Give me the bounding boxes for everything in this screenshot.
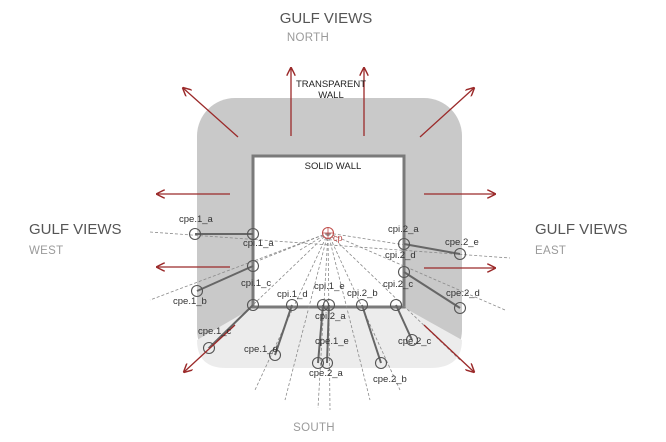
point-cpe-2b — [374, 356, 388, 370]
label-cpi-1e: cpi.1_e — [314, 281, 345, 292]
ray-3 — [284, 232, 329, 401]
east-title: GULF VIEWS — [535, 221, 628, 238]
connector-lines — [195, 233, 461, 364]
south-label: SOUTH — [293, 422, 335, 434]
link-1e — [317, 304, 324, 364]
point-cpi-1d — [285, 298, 299, 312]
ray-12 — [327, 232, 406, 246]
transparent-wall-label-line2: WALL — [318, 90, 344, 101]
label-cpe-1b: cpe.1_b — [173, 296, 207, 307]
label-cpe-2a: cpe.2_a — [309, 368, 344, 379]
label-cpi-2d: cpi.2_d — [385, 250, 416, 261]
ray-2 — [254, 232, 329, 391]
north-title: GULF VIEWS — [280, 10, 373, 27]
label-cpe-2b: cpe.2_b — [373, 374, 407, 385]
view-arrows — [157, 68, 495, 372]
point-cpi-2a-upper — [397, 237, 411, 251]
ray-1 — [207, 232, 329, 349]
east-label: EAST — [535, 245, 566, 257]
label-cpe-1d: cpe.1_d — [244, 344, 278, 355]
label-cpe-1e: cpe.1_e — [315, 336, 349, 347]
link-1c — [208, 304, 254, 349]
west-label: WEST — [29, 245, 63, 257]
ray-9 — [327, 232, 506, 311]
label-cpe-1c: cpe.1_c — [198, 326, 232, 337]
point-cpe-1e — [311, 356, 325, 370]
point-cpi-1a — [246, 227, 260, 241]
center-point-label: cp — [333, 233, 343, 243]
point-cpe-2c — [405, 333, 419, 347]
label-cpe-2d: cpe.2_d — [446, 288, 480, 299]
solid-wall-label: SOLID WALL — [305, 161, 362, 172]
ray-6 — [327, 232, 371, 401]
point-cpi-1c — [246, 259, 260, 273]
point-cpi-2b — [355, 298, 369, 312]
ray-west-2 — [149, 232, 329, 301]
point-cpe-1d — [268, 348, 282, 362]
point-cpe-1c — [202, 341, 216, 355]
label-cpi-2a-upper: cpi.2_a — [388, 224, 419, 235]
transparent-wall-label-line1: TRANSPARENT — [296, 79, 366, 90]
north-label: NORTH — [287, 32, 329, 44]
ray-west-1 — [149, 231, 511, 259]
link-1b — [196, 265, 254, 292]
ray-5 — [327, 232, 331, 411]
link-2d — [403, 271, 461, 309]
arrow-southwest — [184, 324, 236, 372]
arrow-southeast — [423, 324, 474, 372]
ray-4 — [317, 232, 329, 409]
label-cpe-2e: cpe.2_e — [445, 237, 479, 248]
label-cpi-2b: cpi.2_b — [347, 288, 378, 299]
label-cpi-1d: cpi.1_d — [277, 289, 308, 300]
link-1d — [274, 304, 293, 356]
point-cpi-2d — [397, 265, 411, 279]
label-cpi-1a: cpi.1_a — [243, 238, 274, 249]
link-2c — [395, 304, 413, 341]
label-cpe-2c: cpe.2_c — [398, 336, 432, 347]
point-cpi-2c — [389, 298, 403, 312]
link-2e — [403, 243, 461, 255]
points — [188, 227, 467, 370]
point-cpe-1b — [190, 284, 204, 298]
south-slab — [197, 307, 462, 368]
point-cpe-2a — [320, 356, 334, 370]
point-cpi-1e — [316, 298, 330, 312]
point-cpe-2e — [453, 247, 467, 261]
point-cpi-1c-corner — [246, 298, 260, 312]
center-point — [321, 226, 335, 240]
link-2a — [326, 304, 330, 364]
point-cpi-2a — [322, 298, 336, 312]
link-2b — [361, 304, 382, 364]
arrow-northeast — [419, 88, 474, 138]
label-cpi-2c: cpi.2_c — [383, 279, 413, 290]
point-cpe-1a — [188, 227, 202, 241]
label-cpi-1c: cpi.1_c — [241, 278, 271, 289]
label-cpi-2a: cpi.2_a — [315, 311, 346, 322]
ray-10 — [254, 232, 329, 263]
arrow-northwest — [183, 88, 239, 138]
point-cpe-2d — [453, 301, 467, 315]
label-cpe-1a: cpe.1_a — [179, 214, 214, 225]
west-title: GULF VIEWS — [29, 221, 122, 238]
